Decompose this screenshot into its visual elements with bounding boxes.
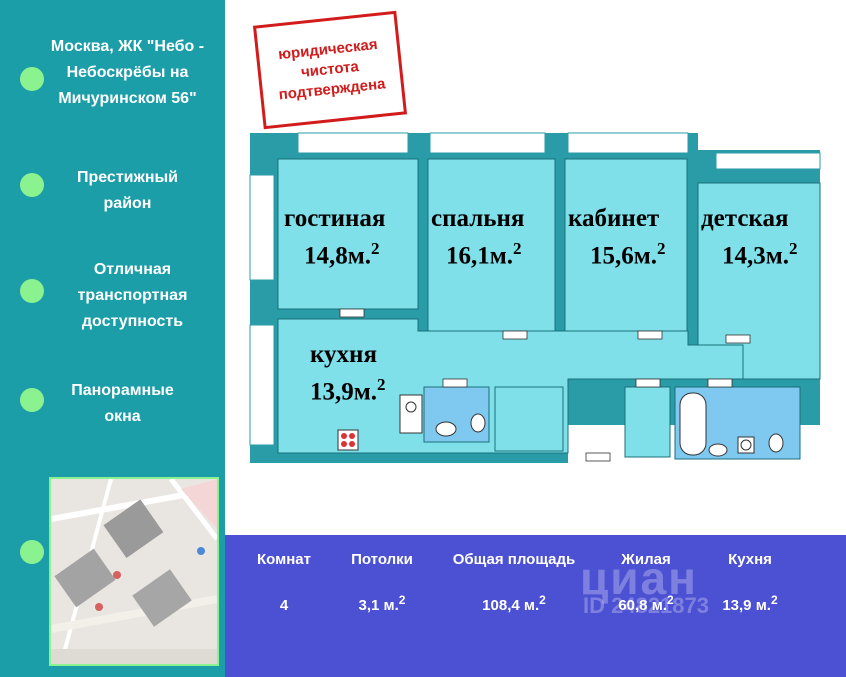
stamp-line: подтверждена <box>277 75 387 104</box>
stat-value-sup: 2 <box>666 593 674 607</box>
cian-watermark: циан <box>580 552 698 604</box>
room-area-living: 14,8м.2 <box>304 239 380 270</box>
cian-watermark-id: ID 24821873 <box>583 593 709 618</box>
stat-value: 13,9 м.2 <box>705 591 795 615</box>
room-name-bedroom: спальня <box>431 205 525 232</box>
room-area-kitchen: 13,9м.2 <box>310 375 386 406</box>
feature-transport: Отличная транспортная доступность <box>77 261 188 330</box>
room-name-living: гостиная <box>284 205 386 232</box>
stat-value-sup: 2 <box>770 593 778 607</box>
bullet-dot-icon <box>20 540 44 564</box>
room-area-sup: 2 <box>513 239 522 258</box>
stat-value: 4 <box>239 591 329 615</box>
bullet-dot-icon <box>20 388 44 412</box>
room-area-value: 14,8м. <box>304 242 372 270</box>
stat-ceiling: Потолки 3,1 м.2 <box>337 551 427 615</box>
stat-label: Общая площадь <box>452 551 576 568</box>
room-area-study: 15,6м.2 <box>590 239 666 270</box>
stat-value-sup: 2 <box>398 593 406 607</box>
stat-value-text: 4 <box>279 597 289 614</box>
stats-bar: циан ID 24821873 Комнат 4 Потолки 3,1 м.… <box>225 535 846 677</box>
room-area-sup: 2 <box>371 239 380 258</box>
stat-value: 3,1 м.2 <box>337 591 427 615</box>
room-name-kids: детская <box>701 205 789 232</box>
legal-clean-stamp: юридическая чистота подтверждена <box>252 10 408 130</box>
feature-windows: Панорамные окна <box>71 382 174 425</box>
stat-label: Кухня <box>728 551 772 568</box>
location-map <box>49 477 219 666</box>
stat-value: 60,8 м.2 <box>601 591 691 615</box>
stat-living-area: Жилая 60,8 м.2 <box>601 551 691 615</box>
bullet-dot-icon <box>20 279 44 303</box>
room-area-sup: 2 <box>657 239 666 258</box>
stat-value-sup: 2 <box>539 593 546 607</box>
stat-label: Комнат <box>257 551 311 568</box>
room-area-kids: 14,3м.2 <box>722 239 798 270</box>
room-name-study: кабинет <box>568 205 660 232</box>
stat-total-area: Общая площадь 108,4 м.2 <box>439 551 589 615</box>
stat-value-text: 108,4 м. <box>482 597 540 614</box>
room-name-kitchen: кухня <box>310 341 377 368</box>
stat-value-text: 3,1 м. <box>358 597 399 614</box>
stat-value-text: 13,9 м. <box>722 597 771 614</box>
stat-value: 108,4 м.2 <box>439 591 589 615</box>
sidebar: Москва, ЖК "Небо - Небоскрёбы на Мичурин… <box>0 0 225 677</box>
bullet-dot-icon <box>20 173 44 197</box>
room-area-sup: 2 <box>377 375 386 394</box>
floor-plan-drawing <box>249 132 821 463</box>
stat-value-text: 60,8 м. <box>618 597 667 614</box>
stat-rooms: Комнат 4 <box>239 551 329 615</box>
room-area-bedroom: 16,1м.2 <box>446 239 522 270</box>
address-text: Москва, ЖК "Небо - Небоскрёбы на Мичурин… <box>50 38 205 107</box>
floor-plan: гостиная 14,8м.2 спальня 16,1м.2 кабинет… <box>238 125 836 495</box>
feature-prestige: Престижный район <box>76 169 179 212</box>
room-area-value: 16,1м. <box>446 242 514 270</box>
room-area-sup: 2 <box>789 239 798 258</box>
map-illustration <box>51 479 217 664</box>
stat-kitchen-area: Кухня 13,9 м.2 <box>705 551 795 615</box>
stat-label: Жилая <box>621 551 671 568</box>
room-area-value: 14,3м. <box>722 242 790 270</box>
room-area-value: 15,6м. <box>590 242 658 270</box>
stat-label: Потолки <box>351 551 413 568</box>
bullet-dot-icon <box>20 67 44 91</box>
room-area-value: 13,9м. <box>310 378 378 406</box>
